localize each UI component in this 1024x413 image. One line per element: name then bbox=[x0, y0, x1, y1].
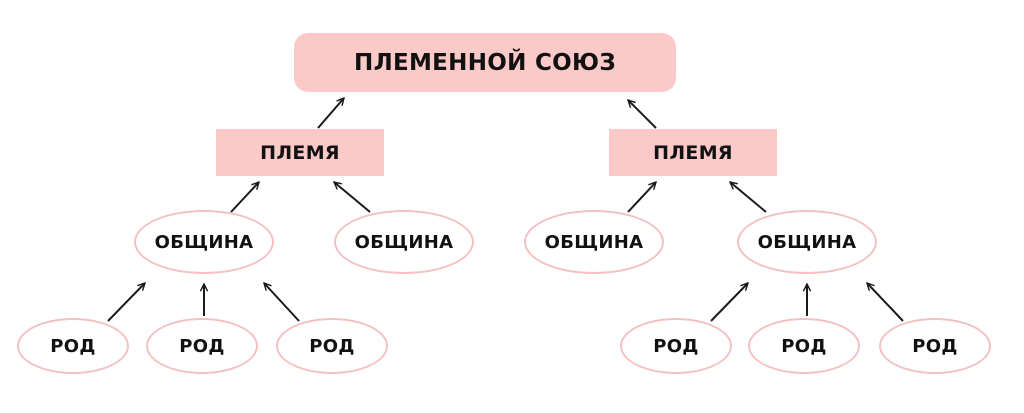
tribe-left-box: ПЛЕМЯ bbox=[216, 129, 384, 176]
community-r1-label: ОБЩИНА bbox=[544, 231, 644, 253]
tribe-right-label: ПЛЕМЯ bbox=[653, 141, 733, 164]
arrow-community-r2-to-tribe bbox=[730, 182, 767, 213]
clan-r3-label: РОД bbox=[912, 335, 958, 357]
community-l2-ellipse: ОБЩИНА bbox=[334, 210, 474, 274]
community-r2-label: ОБЩИНА bbox=[757, 231, 857, 253]
clan-l1-ellipse: РОД bbox=[17, 318, 129, 374]
clan-l3-label: РОД bbox=[309, 335, 355, 357]
arrow-community-l1-to-tribe bbox=[230, 182, 259, 213]
arrow-clan-l1-to-community bbox=[107, 283, 145, 322]
tribe-left-label: ПЛЕМЯ bbox=[260, 141, 340, 164]
clan-r2-label: РОД bbox=[781, 335, 827, 357]
clan-l1-label: РОД bbox=[50, 335, 96, 357]
clan-r1-ellipse: РОД bbox=[620, 318, 732, 374]
arrow-clan-r3-to-community bbox=[867, 283, 904, 322]
tribe-right-box: ПЛЕМЯ bbox=[609, 129, 777, 176]
community-l1-ellipse: ОБЩИНА bbox=[134, 210, 274, 274]
arrow-tribe-left-to-union bbox=[317, 98, 344, 129]
clan-r2-ellipse: РОД bbox=[748, 318, 860, 374]
community-l1-label: ОБЩИНА bbox=[154, 231, 254, 253]
community-r1-ellipse: ОБЩИНА bbox=[524, 210, 664, 274]
tribal-union-box: ПЛЕМЕННОЙ СОЮЗ bbox=[294, 33, 676, 92]
tribal-union-label: ПЛЕМЕННОЙ СОЮЗ bbox=[354, 49, 616, 76]
clan-l2-label: РОД bbox=[179, 335, 225, 357]
arrow-community-l2-to-tribe bbox=[334, 182, 371, 213]
arrow-community-r1-to-tribe bbox=[627, 182, 656, 213]
arrow-clan-r1-to-community bbox=[710, 283, 748, 322]
clan-r1-label: РОД bbox=[653, 335, 699, 357]
arrow-tribe-right-to-union bbox=[628, 100, 657, 129]
clan-r3-ellipse: РОД bbox=[879, 318, 991, 374]
community-l2-label: ОБЩИНА bbox=[354, 231, 454, 253]
clan-l3-ellipse: РОД bbox=[276, 318, 388, 374]
community-r2-ellipse: ОБЩИНА bbox=[737, 210, 877, 274]
arrow-clan-l3-to-community bbox=[264, 283, 300, 322]
clan-l2-ellipse: РОД bbox=[146, 318, 258, 374]
